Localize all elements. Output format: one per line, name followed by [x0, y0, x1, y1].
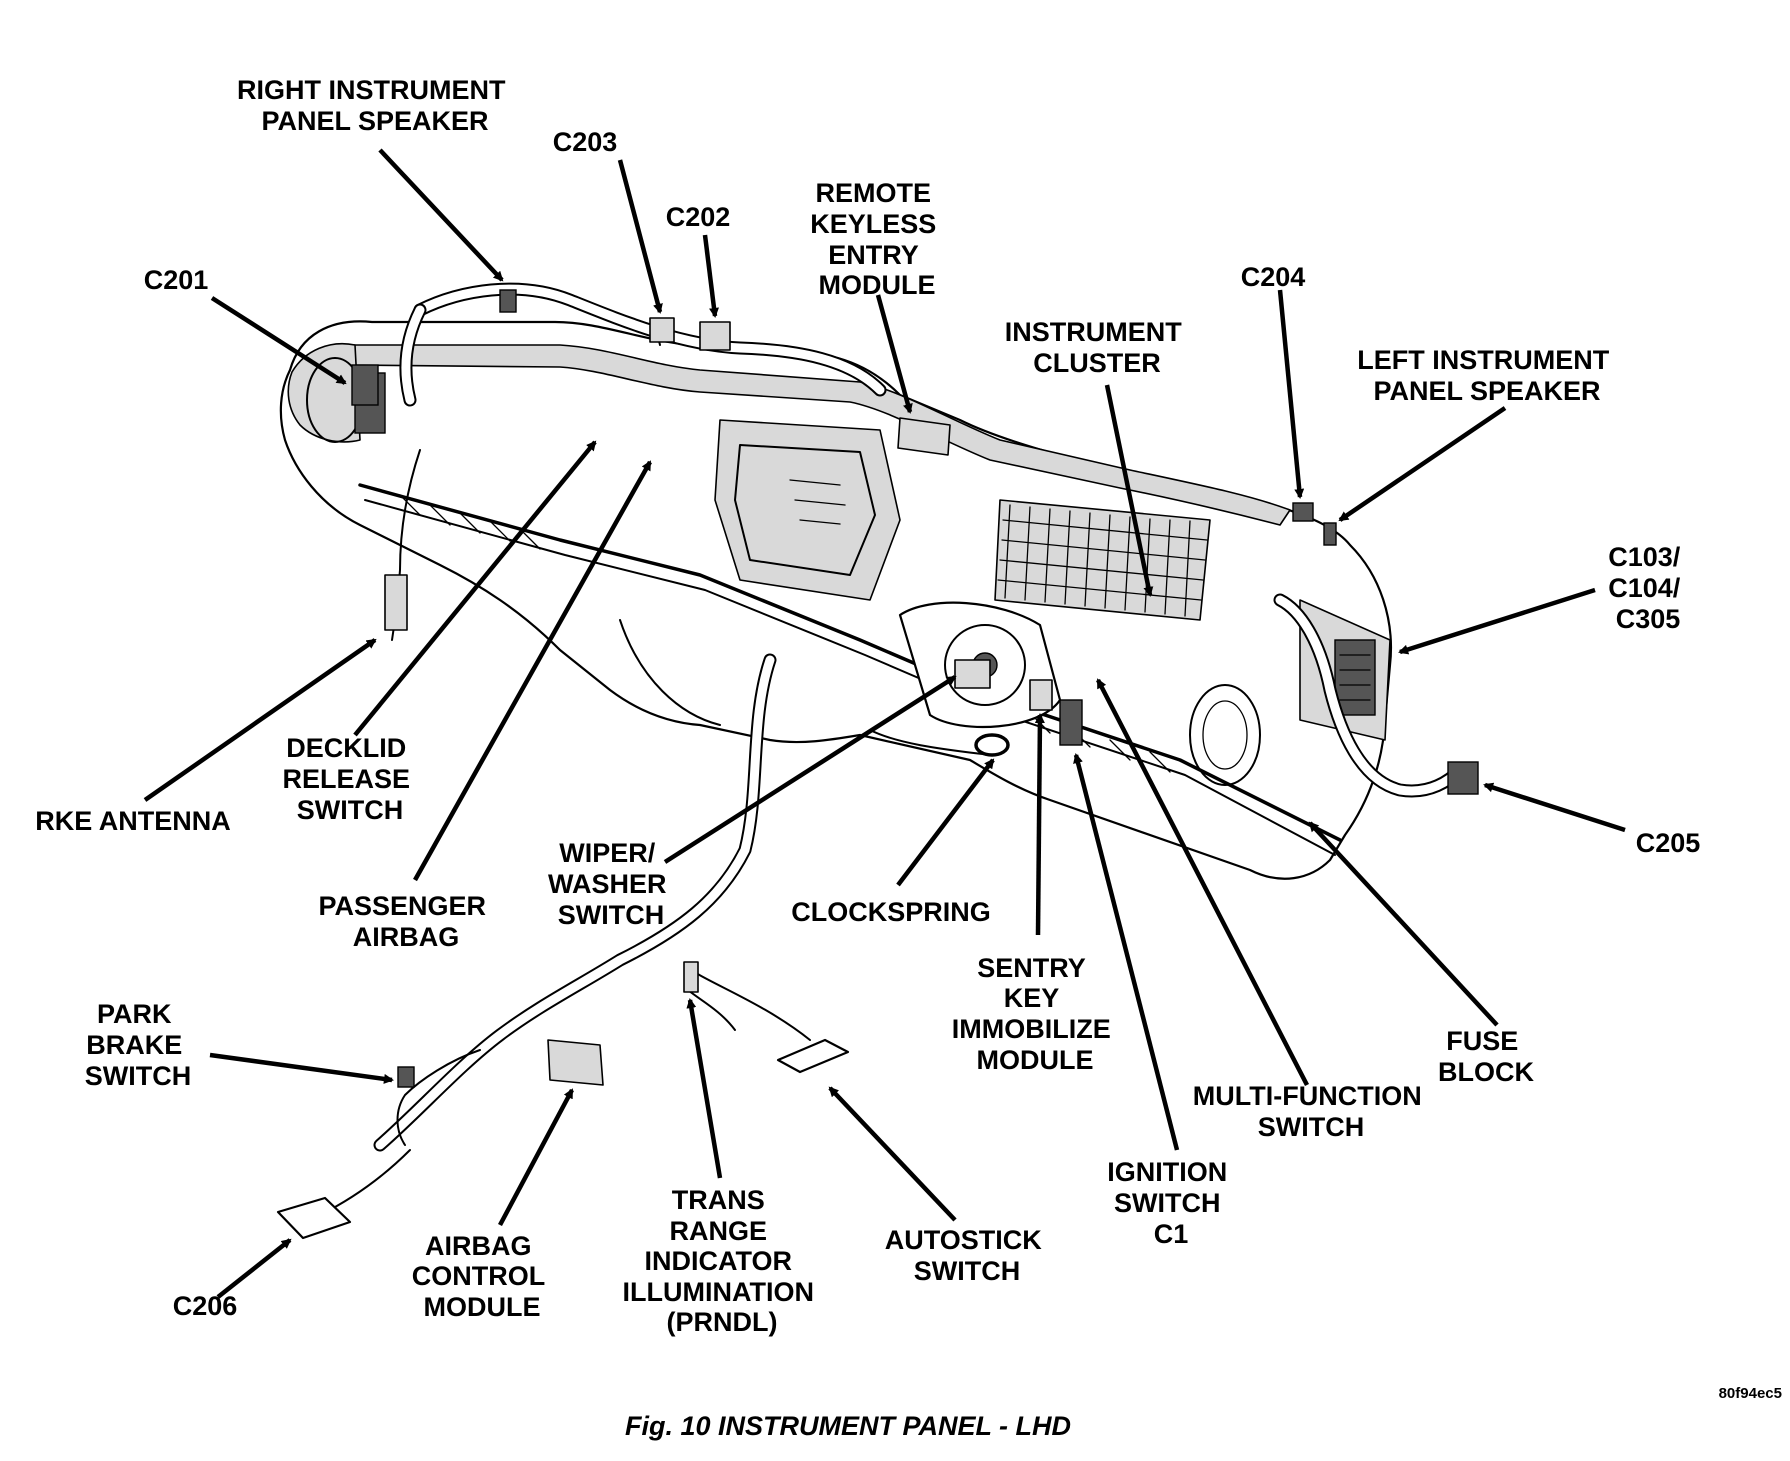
arrow-c103-c104-c305	[1398, 587, 1596, 655]
components	[276, 289, 1479, 1240]
arrow-airbag-control	[498, 1088, 574, 1227]
arrow-multi-function	[1096, 678, 1309, 1087]
figure-caption: Fig. 10 INSTRUMENT PANEL - LHD	[625, 1411, 1071, 1441]
label-rke-antenna: RKE ANTENNA	[35, 806, 231, 836]
arrow-autostick	[828, 1086, 957, 1222]
arrow-c204	[1277, 289, 1305, 499]
label-fuse-block: FUSE BLOCK	[1438, 1026, 1534, 1087]
label-right-ip-speaker: RIGHT INSTRUMENT PANEL SPEAKER	[237, 75, 513, 136]
arrow-wiper-washer	[663, 675, 957, 864]
labels: RIGHT INSTRUMENT PANEL SPEAKER C203 C202…	[35, 75, 1782, 1441]
c204-connector	[1292, 502, 1314, 522]
park-brake-switch	[397, 1066, 415, 1088]
label-c206: C206	[173, 1291, 238, 1321]
label-ignition-switch: IGNITION SWITCH C1	[1107, 1157, 1235, 1249]
arrow-sentry-key	[1034, 713, 1045, 936]
label-rke-module: REMOTE KEYLESS ENTRY MODULE	[810, 178, 944, 300]
label-trans-range: TRANS RANGE INDICATOR ILLUMINATION (PRND…	[623, 1185, 822, 1337]
prndl-illumination	[683, 961, 699, 993]
arrow-c201	[210, 296, 347, 385]
c203-connector	[649, 317, 675, 343]
c206-block	[276, 1196, 352, 1240]
label-airbag-control: AIRBAG CONTROL MODULE	[412, 1231, 553, 1322]
airbag-control-module-shape	[547, 1039, 604, 1086]
label-c202: C202	[666, 202, 731, 232]
cluster-mesh	[994, 499, 1211, 621]
arrow-left-ip-speaker	[1338, 406, 1507, 522]
arrow-instrument-cluster	[1104, 384, 1154, 597]
arrow-passenger-airbag	[413, 460, 652, 882]
right-speaker-connector	[499, 289, 517, 313]
label-c201: C201	[144, 265, 209, 295]
label-park-brake: PARK BRAKE SWITCH	[85, 999, 191, 1091]
label-instrument-cluster: INSTRUMENT CLUSTER	[1005, 317, 1190, 378]
leader-arrows	[143, 148, 1626, 1299]
instrument-panel-illustration	[279, 320, 1392, 880]
arrow-c203	[617, 159, 663, 314]
arrow-c206	[216, 1238, 292, 1299]
arrow-c205	[1483, 782, 1626, 833]
c202-connector	[699, 321, 731, 351]
label-autostick: AUTOSTICK SWITCH	[885, 1225, 1050, 1286]
label-left-ip-speaker: LEFT INSTRUMENT PANEL SPEAKER	[1357, 345, 1617, 406]
label-multi-function: MULTI-FUNCTION SWITCH	[1193, 1081, 1429, 1142]
c205-connector	[1447, 761, 1479, 795]
label-clockspring: CLOCKSPRING	[791, 897, 991, 927]
arrow-trans-range	[686, 998, 723, 1179]
arrow-rke-module	[875, 294, 913, 414]
label-decklid-release: DECKLID RELEASE SWITCH	[282, 733, 417, 825]
ignition-switch	[1059, 699, 1083, 746]
rke-antenna	[384, 574, 408, 631]
arrow-decklid-release	[353, 440, 597, 737]
left-speaker-connector	[1323, 522, 1337, 546]
label-c103-c104-c305: C103/ C104/ C305	[1608, 542, 1688, 634]
label-sentry-key: SENTRY KEY IMMOBILIZE MODULE	[952, 953, 1119, 1075]
rke-module	[897, 417, 951, 456]
arrow-rke-antenna	[143, 638, 377, 802]
clockspring	[974, 733, 1010, 757]
label-wiper-washer: WIPER/ WASHER SWITCH	[548, 838, 674, 930]
label-c204: C204	[1241, 262, 1306, 292]
label-c205: C205	[1636, 828, 1701, 858]
label-passenger-airbag: PASSENGER AIRBAG	[318, 891, 493, 952]
autostick-block	[776, 1038, 850, 1074]
wiper-washer-switch	[954, 659, 991, 689]
arrow-fuse-block	[1308, 821, 1499, 1027]
arrow-ignition-switch	[1073, 753, 1180, 1151]
sentry-key-module	[1029, 679, 1053, 711]
c201-connector	[351, 364, 379, 406]
arrow-c202	[702, 234, 719, 318]
arrow-clockspring	[896, 758, 995, 887]
arrow-park-brake	[209, 1052, 394, 1084]
label-c203: C203	[553, 127, 618, 157]
arrow-right-ip-speaker	[378, 148, 504, 282]
figure-code: 80f94ec5	[1719, 1385, 1782, 1402]
